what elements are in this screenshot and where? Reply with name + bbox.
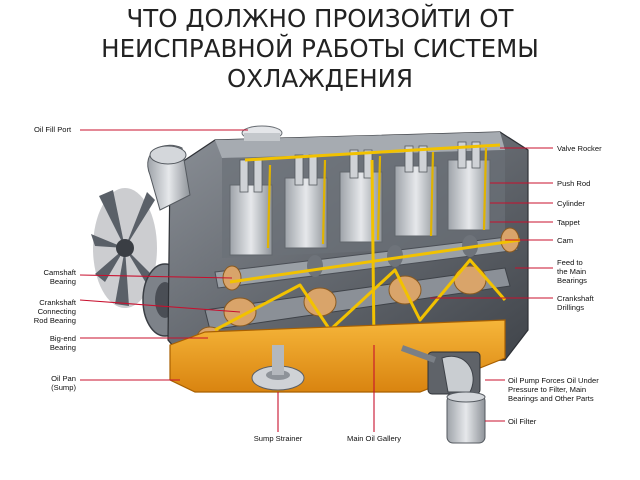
oil-filter [446,391,486,444]
label-line: Camshaft [43,268,77,277]
label-push-rod: Push Rod [557,179,590,188]
page-title: ЧТО ДОЛЖНО ПРОИЗОЙТИ ОТ НЕИСПРАВНОЙ РАБО… [0,4,640,94]
label-big-end-bearing: Big-end Bearing [20,334,76,352]
label-line: Feed to [557,258,583,267]
label-line: the Main [557,267,587,276]
label-oil-fill-port: Oil Fill Port [34,125,71,134]
label-line: Pressure to Filter, Main [508,385,587,394]
label-valve-rocker: Valve Rocker [557,144,602,153]
label-line: Drillings [557,303,585,312]
label-cam: Cam [557,236,573,245]
label-text: Oil Fill Port [34,125,72,134]
label-crankshaft-drillings: Crankshaft Drillings [557,294,594,312]
label-text: Push Rod [557,179,591,188]
label-text: Valve Rocker [557,144,602,153]
label-oil-filter: Oil Filter [508,417,536,426]
label-line: Rod Bearing [33,316,76,325]
label-line: Crankshaft [557,294,594,303]
label-line: (Sump) [51,383,76,392]
oil-fill-port-cap [241,125,283,141]
valve-train [239,141,481,193]
label-line: Crankshaft [39,298,76,307]
sump-strainer [251,345,305,391]
label-line: Oil Pump Forces Oil Under [508,376,599,385]
label-line: Connecting [37,307,76,316]
label-line: Bearings and Other Parts [508,394,594,403]
label-line: Oil Pan [51,374,76,383]
label-text: Cylinder [557,199,585,208]
cylinders [229,159,491,256]
title-line-3: ОХЛАЖДЕНИЯ [226,64,414,93]
label-feed-main-bearings: Feed to the Main Bearings [557,258,587,285]
title-line-2: НЕИСПРАВНОЙ РАБОТЫ СИСТЕМЫ [101,34,539,63]
title-line-1: ЧТО ДОЛЖНО ПРОИЗОЙТИ ОТ [126,4,514,33]
cooling-fan [91,188,157,308]
label-text: Sump Strainer [253,434,303,443]
label-oil-pump: Oil Pump Forces Oil Under Pressure to Fi… [508,376,599,403]
oil-pump [400,345,481,395]
push-rods [266,147,488,249]
label-crankshaft-connecting-rod-bearing: Crankshaft Connecting Rod Bearing [12,298,76,325]
label-text: Tappet [557,218,580,227]
label-text: Cam [557,236,574,245]
label-line: Bearings [557,276,587,285]
leader-lines [79,129,553,432]
label-sump-strainer: Sump Strainer [254,434,303,443]
label-cylinder: Cylinder [557,199,585,208]
label-line: Big-end [49,334,76,343]
oil-filler-neck [147,144,191,211]
label-oil-pan-sump: Oil Pan (Sump) [20,374,76,392]
label-line: Bearing [49,343,76,352]
label-text: Main Oil Gallery [346,434,402,443]
label-line: Bearing [49,277,76,286]
label-text: Oil Filter [508,417,537,426]
label-camshaft-bearing: Camshaft Bearing [20,268,77,286]
label-main-oil-gallery: Main Oil Gallery [347,434,401,443]
label-tappet: Tappet [557,218,580,227]
